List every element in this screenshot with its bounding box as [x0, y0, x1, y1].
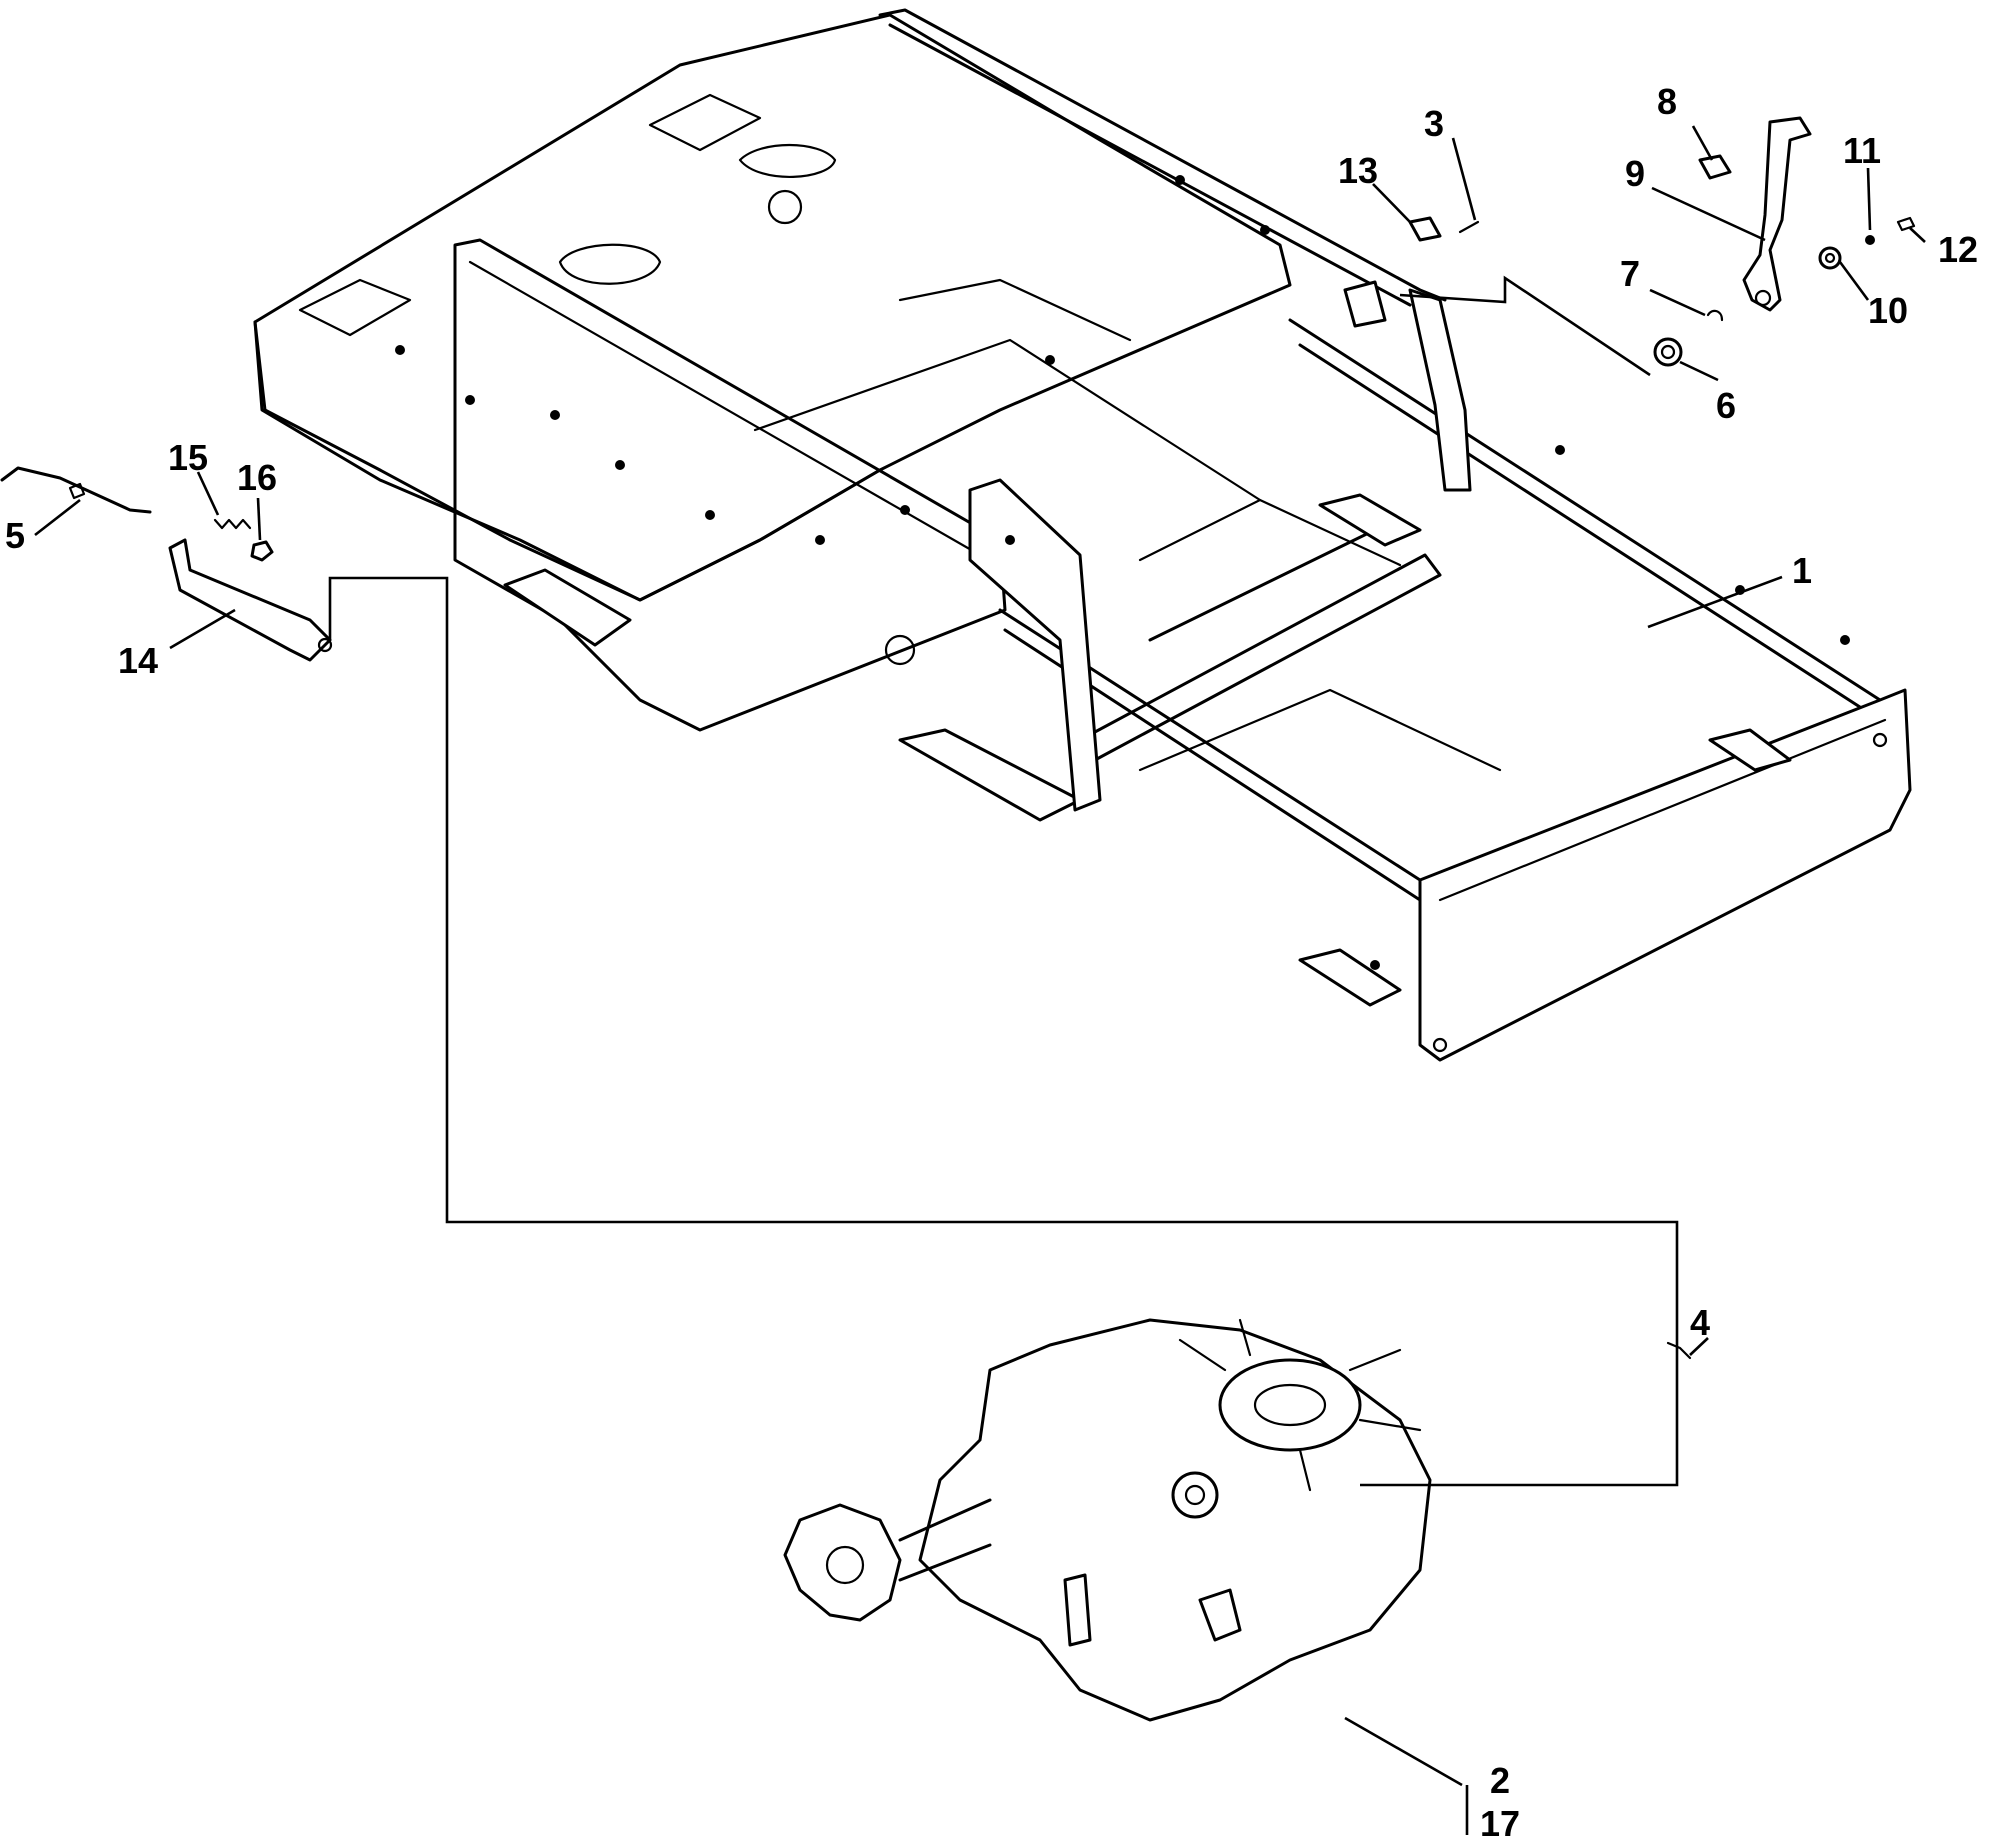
callout-13: 13 [1338, 150, 1378, 191]
callout-11: 11 [1843, 130, 1881, 171]
callout-4: 4 [1690, 1302, 1710, 1343]
transaxle-assembly [783, 1318, 1432, 1722]
frame-assembly [253, 8, 1912, 1062]
bolt-part-12 [1896, 216, 1916, 232]
nut-part-16 [250, 540, 274, 562]
connector-lines [328, 275, 1679, 1835]
callout-16: 16 [237, 457, 277, 498]
lever-part-9 [1742, 116, 1812, 312]
callout-3: 3 [1424, 103, 1444, 144]
bolt-part-4 [1666, 1341, 1692, 1360]
washer-part-10 [1818, 246, 1842, 270]
callout-12: 12 [1938, 229, 1978, 270]
nut-part-11 [1865, 235, 1875, 245]
callout-9: 9 [1625, 153, 1645, 194]
callout-17: 17 [1480, 1803, 1520, 1844]
bushing-part-6 [1653, 337, 1683, 367]
bracket-part-14 [168, 538, 333, 662]
callout-6: 6 [1716, 385, 1736, 426]
callout-5: 5 [5, 515, 25, 556]
callout-8: 8 [1657, 81, 1677, 122]
leader-lines [34, 125, 1926, 1787]
callout-7: 7 [1620, 253, 1640, 294]
clip-part-7 [1706, 309, 1724, 322]
callout-14: 14 [118, 640, 158, 681]
callout-10: 10 [1868, 290, 1908, 331]
callout-2: 2 [1490, 1760, 1510, 1801]
spring-part-15 [213, 518, 252, 530]
rod-part-5 [0, 466, 152, 514]
callout-labels: 1 2 17 3 4 5 6 7 8 9 10 11 12 13 14 15 1… [5, 81, 1978, 1844]
pin-part-3 [1458, 220, 1480, 234]
clip-part-13 [1343, 216, 1442, 328]
callout-15: 15 [168, 437, 208, 478]
callout-1: 1 [1792, 550, 1812, 591]
pad-part-8 [1698, 154, 1732, 180]
